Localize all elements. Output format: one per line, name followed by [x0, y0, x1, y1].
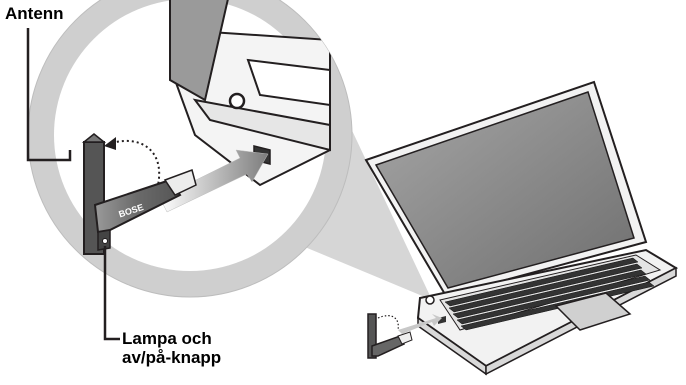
usb-adapter-large: BOSE — [75, 133, 197, 255]
lamp-label-line1: Lampa och — [122, 329, 212, 348]
usb-adapter-small — [367, 313, 442, 359]
dotted-curved-arrow-icon — [104, 137, 161, 186]
lamp-leader-line — [103, 246, 120, 341]
lamp-indicator — [102, 238, 108, 244]
lamp-button-label: Lampa och av/på-knapp — [122, 329, 221, 367]
laptop-power-button — [425, 295, 435, 305]
laptop-illustration — [364, 80, 679, 376]
zoom-magnifier: BOSE — [27, 0, 353, 298]
insertion-arrow-icon — [159, 149, 269, 213]
lamp-label-line2: av/på-knapp — [122, 348, 222, 367]
trackpad — [554, 292, 632, 331]
antenna-label: Antenn — [5, 4, 64, 23]
antenna-leader-line — [26, 28, 72, 162]
